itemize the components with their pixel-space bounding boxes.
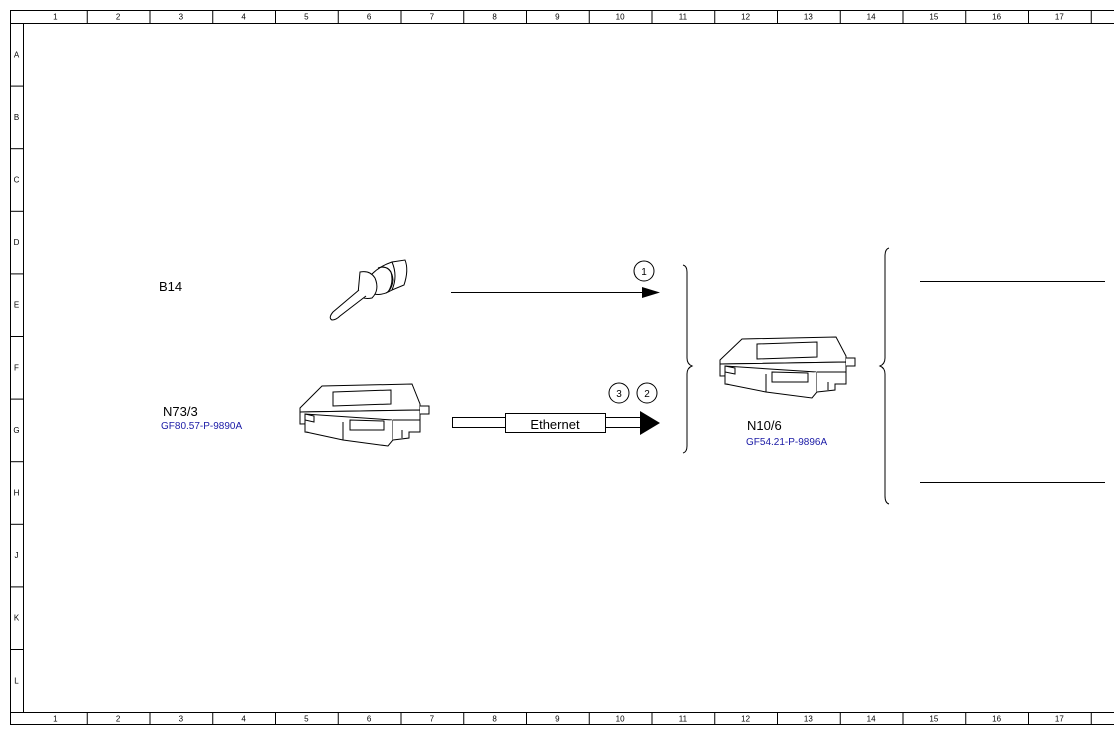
row-letter: K xyxy=(14,614,20,623)
column-number: 16 xyxy=(992,13,1001,22)
column-number: 11 xyxy=(679,715,688,724)
column-number: 12 xyxy=(741,13,750,22)
row-letter: L xyxy=(14,676,19,685)
ethernet-label: Ethernet xyxy=(530,417,580,432)
column-number: 15 xyxy=(929,715,938,724)
column-number: 3 xyxy=(179,13,184,22)
column-number: 16 xyxy=(992,715,1001,724)
row-letter: D xyxy=(14,238,20,247)
n73-3-reference-link[interactable]: GF80.57-P-9890A xyxy=(161,421,243,432)
n10-6-control-unit-icon xyxy=(719,336,856,399)
row-letter: B xyxy=(14,113,19,122)
n73-3-label: N73/3 xyxy=(163,404,198,419)
ethernet-arrow: Ethernet xyxy=(452,411,660,435)
column-number: 14 xyxy=(867,13,876,22)
row-letter: H xyxy=(14,489,20,498)
outer-border xyxy=(10,10,1114,725)
column-number: 6 xyxy=(367,13,372,22)
column-number: 11 xyxy=(679,13,688,22)
column-number: 13 xyxy=(804,715,813,724)
svg-text:1: 1 xyxy=(641,267,647,278)
column-number: 9 xyxy=(555,715,560,724)
signal-marker-2: 2 xyxy=(636,382,658,404)
signal-1-arrow xyxy=(451,287,660,298)
svg-text:2: 2 xyxy=(644,389,650,400)
row-letter: E xyxy=(14,301,19,310)
column-number: 9 xyxy=(555,13,560,22)
n10-6-reference-link[interactable]: GF54.21-P-9896A xyxy=(746,437,828,448)
column-number: 13 xyxy=(804,13,813,22)
column-number: 17 xyxy=(1055,13,1064,22)
signal-marker-3: 3 xyxy=(608,382,630,404)
output-brace xyxy=(878,247,890,505)
row-letter: A xyxy=(14,50,20,59)
n73-3-control-unit-icon xyxy=(299,383,430,447)
column-number: 7 xyxy=(430,13,435,22)
temperature-sensor-icon xyxy=(329,259,408,321)
column-number: 4 xyxy=(241,715,246,724)
column-number: 10 xyxy=(616,715,625,724)
column-number: 17 xyxy=(1055,715,1064,724)
column-number: 8 xyxy=(492,715,497,724)
column-number: 4 xyxy=(241,13,246,22)
column-number: 7 xyxy=(430,715,435,724)
b14-label: B14 xyxy=(159,279,183,294)
column-number: 5 xyxy=(304,13,309,22)
ethernet-label-box xyxy=(505,413,606,433)
column-number: 2 xyxy=(116,13,121,22)
row-letter: J xyxy=(15,551,19,560)
svg-text:3: 3 xyxy=(616,389,622,400)
column-number: 6 xyxy=(367,715,372,724)
column-number: 2 xyxy=(116,715,121,724)
column-number: 10 xyxy=(616,13,625,22)
column-number: 1 xyxy=(53,715,58,724)
column-number: 5 xyxy=(304,715,309,724)
signal-marker-1: 1 xyxy=(633,260,655,282)
column-number: 3 xyxy=(179,715,184,724)
column-number: 14 xyxy=(867,715,876,724)
row-letter: G xyxy=(13,426,19,435)
column-number: 8 xyxy=(492,13,497,22)
column-number: 15 xyxy=(929,13,938,22)
left-row-ruler: A B C D E F G H J K L xyxy=(10,50,23,685)
row-letter: F xyxy=(14,363,19,372)
n10-6-label: N10/6 xyxy=(747,418,782,433)
column-number: 1 xyxy=(53,13,58,22)
row-letter: C xyxy=(14,176,20,185)
input-brace xyxy=(682,264,694,454)
column-number: 12 xyxy=(741,715,750,724)
